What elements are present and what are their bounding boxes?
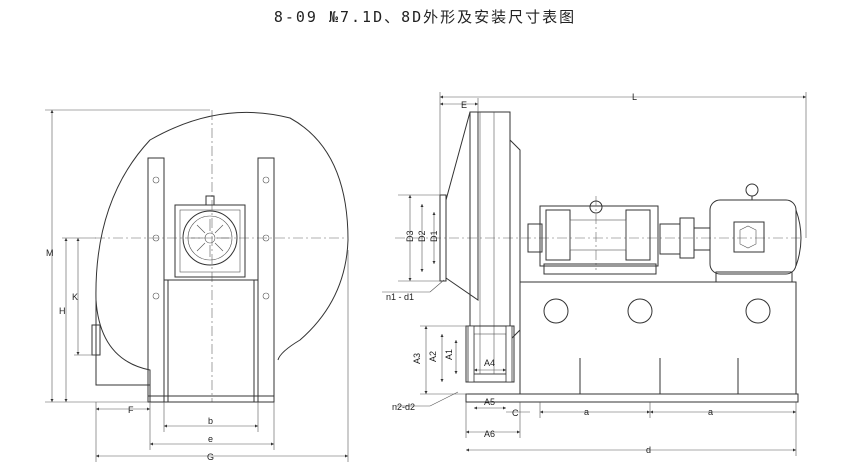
motor [709,183,802,283]
dim-n1d1: n1 - d1 [386,292,414,302]
dim-H: H [59,306,66,316]
pedestal [163,279,259,403]
dim-M: M [46,248,54,258]
dim-D1: D1 [429,230,439,242]
bearing-spokes [191,219,229,257]
outlet-frame [465,325,515,383]
dim-F: F [128,405,134,415]
base-frame [519,281,797,395]
front-view: M H K F b e G [45,109,349,462]
dim-D3: D3 [405,230,415,242]
left-post [147,157,165,403]
bearing-disc [182,210,238,266]
bearing-box [527,196,659,275]
frame-hole-3 [745,298,771,324]
dim-n2d2: n2-d2 [392,402,415,412]
frame-hole-2 [627,298,653,324]
dim-A1: A1 [444,349,454,360]
dim-L: L [632,92,637,102]
dim-A3: A3 [412,353,422,364]
dim-a-right: a [708,407,713,417]
dim-d: d [646,445,651,455]
drawing-title: 8-09 №7.1D、8D外形及安装尺寸表图 [273,8,577,26]
dim-A6: A6 [484,429,495,439]
dim-A5: A5 [484,397,495,407]
right-post [257,157,275,403]
dim-C: C [512,408,519,418]
outlet-duct [95,300,150,386]
dim-D2: D2 [417,230,427,242]
frame-hole-1 [543,298,569,324]
dim-b: b [208,416,213,426]
coupling [659,223,681,255]
dim-A2: A2 [428,351,438,362]
side-view: E L D3 D2 D1 n1 - d1 A3 A2 A1 A4 A5 A6 n… [382,92,807,456]
post-bolts [152,176,270,300]
dim-E: E [461,100,467,110]
dim-e: e [208,434,213,444]
base-plate [147,395,275,403]
dim-A4: A4 [484,358,495,368]
dim-K: K [72,292,78,302]
casing-side [469,111,511,375]
volute-casing [95,111,349,402]
dim-a-left: a [584,407,589,417]
inlet-cone [445,111,479,301]
dim-G: G [207,452,214,462]
